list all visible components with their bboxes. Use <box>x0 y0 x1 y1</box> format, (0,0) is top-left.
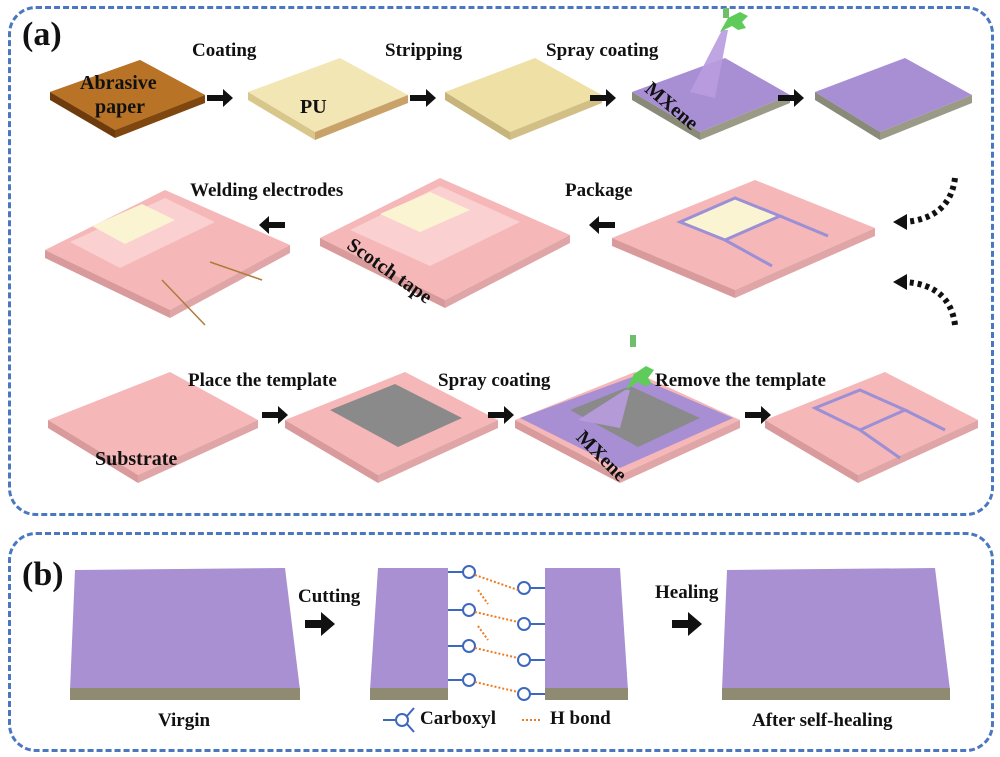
panel-b-frame <box>8 532 994 752</box>
carboxyl-bonds <box>448 565 545 701</box>
step-remove-template: Remove the template <box>655 370 826 391</box>
step-spray-coating-1: Spray coating <box>546 40 659 61</box>
panel-a-label: (a) <box>22 16 62 53</box>
caption-virgin: Virgin <box>158 710 211 731</box>
mxene-spray-slab <box>632 30 790 140</box>
abrasive-paper-slab <box>50 60 205 138</box>
arrow-right-2 <box>410 89 436 107</box>
arrow-right-7 <box>745 406 771 424</box>
curved-dotted-arrow-top <box>893 177 958 230</box>
step-package: Package <box>565 180 633 201</box>
arrow-left-1 <box>259 216 285 234</box>
panel-b-label: (b) <box>22 556 64 593</box>
spray-gun-icon-2 <box>626 335 654 390</box>
arrow-right-cut <box>305 612 335 636</box>
virgin-film <box>70 568 300 700</box>
caption-after-self-healing: After self-healing <box>752 710 893 731</box>
mxene-sprayed-template <box>515 372 740 483</box>
curved-dotted-arrow-bottom <box>893 274 958 326</box>
label-abrasive: Abrasive <box>80 72 157 94</box>
packaged-sensor-with-electrodes <box>45 190 290 326</box>
arrow-right-3 <box>590 89 616 107</box>
stripped-pu-slab <box>445 58 602 140</box>
cut-film-right <box>545 568 628 700</box>
step-place-template: Place the template <box>188 370 337 391</box>
arrow-right-6 <box>488 406 514 424</box>
legend-hbond: H bond <box>550 708 611 729</box>
spray-gun-icon <box>720 8 748 32</box>
patterned-electrode-substrate <box>765 372 978 483</box>
mxene-coated-slab <box>815 58 972 140</box>
step-welding-electrodes: Welding electrodes <box>190 180 344 201</box>
arrow-right-4 <box>778 89 804 107</box>
substrate-slab <box>48 372 258 483</box>
cut-film-left <box>370 568 448 700</box>
step-stripping: Stripping <box>385 40 463 61</box>
step-coating: Coating <box>192 40 257 61</box>
taped-sensor <box>320 178 570 308</box>
arrow-right-5 <box>262 406 288 424</box>
label-paper: paper <box>95 96 145 118</box>
arrow-right-heal <box>672 612 702 636</box>
step-healing: Healing <box>655 582 719 603</box>
healed-film <box>722 568 950 700</box>
step-cutting: Cutting <box>298 586 361 607</box>
pu-slab <box>248 58 408 140</box>
carboxyl-legend-icon <box>383 707 415 733</box>
label-substrate: Substrate <box>95 448 178 470</box>
arrow-left-2 <box>589 216 615 234</box>
h-bonds <box>474 574 519 693</box>
panel-a-frame <box>8 6 994 516</box>
legend-carboxyl: Carboxyl <box>420 708 496 729</box>
arrow-right-1 <box>207 89 233 107</box>
template-on-substrate <box>285 372 498 483</box>
label-pu: PU <box>300 96 327 118</box>
step-spray-coating-2: Spray coating <box>438 370 551 391</box>
mxene-sensor-on-substrate <box>612 180 875 298</box>
